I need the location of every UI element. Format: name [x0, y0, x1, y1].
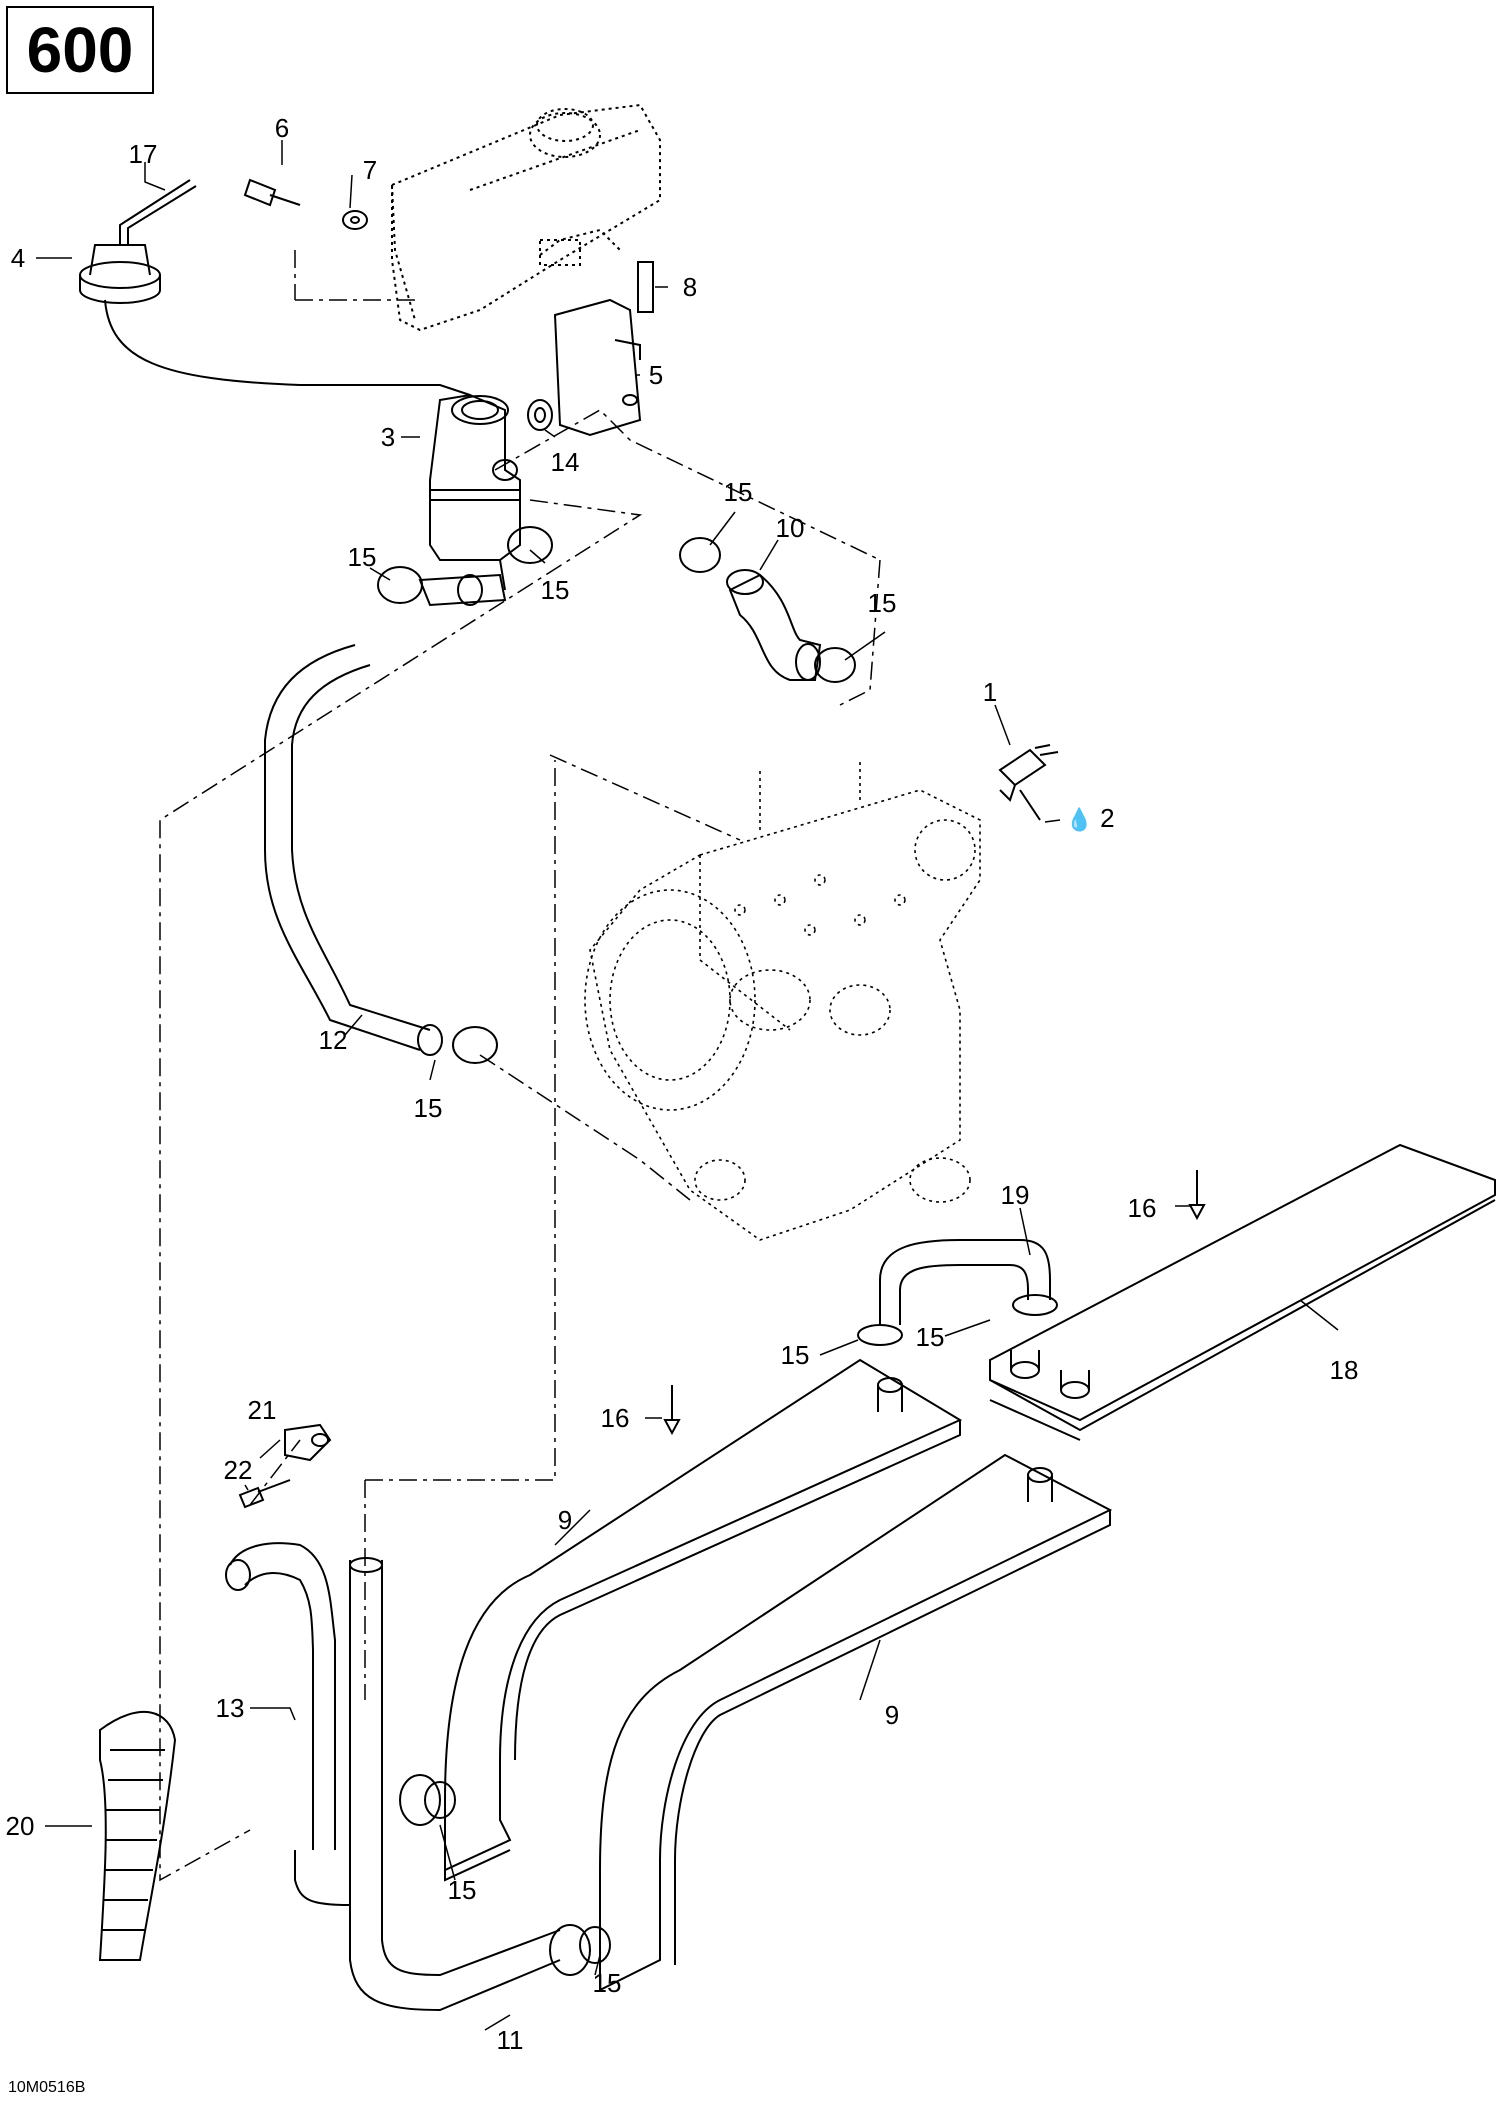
callout-15g: 15	[915, 1322, 945, 1352]
callout-2: 💧 2	[1065, 805, 1114, 831]
heat-exchanger-rear	[989, 1143, 1496, 1441]
callout-15d: 15	[867, 588, 897, 618]
callout-15c: 15	[540, 575, 570, 605]
corrugated-hose	[264, 644, 498, 1064]
coolant-reservoir-phantom	[391, 103, 661, 332]
hose-13	[225, 1542, 351, 1906]
rivet-lower	[663, 1385, 681, 1436]
callout-15f: 15	[780, 1340, 810, 1370]
leader-lines	[36, 140, 1339, 2031]
grommet	[527, 399, 553, 431]
engine-phantom	[584, 760, 981, 1241]
clip-screw	[238, 1479, 291, 1509]
protective-sleeve	[98, 1711, 177, 1961]
assembly-guide-lines	[159, 250, 881, 1882]
section-label: 600	[6, 6, 154, 94]
callout-3: 3	[380, 422, 396, 452]
callout-15b: 15	[347, 542, 377, 572]
callout-14: 14	[550, 447, 580, 477]
callout-22: 22	[223, 1455, 253, 1485]
reservoir-cap	[79, 179, 471, 396]
callout-8: 8	[682, 272, 698, 302]
callout-9b: 9	[884, 1700, 900, 1730]
callout-9a: 9	[557, 1505, 573, 1535]
heat-exchanger-front	[444, 1358, 963, 1882]
u-hose	[857, 1239, 1058, 1346]
bracket	[553, 261, 654, 437]
callout-11: 11	[496, 2025, 524, 2055]
callout-15a: 15	[723, 477, 753, 507]
callout-18: 18	[1329, 1355, 1359, 1385]
heat-exchanger-lower	[599, 1453, 1113, 1992]
hose-clamps-upper	[377, 526, 856, 683]
callout-7: 7	[362, 155, 378, 185]
callout-17: 17	[128, 139, 158, 169]
callout-5: 5	[648, 360, 664, 390]
rivet-upper	[1188, 1170, 1206, 1221]
callout-21: 21	[247, 1395, 277, 1425]
callout-2-number: 2	[1100, 803, 1115, 833]
expansion-tank	[429, 393, 521, 591]
callout-13: 13	[215, 1693, 245, 1723]
callout-15h: 15	[447, 1875, 477, 1905]
hose-clip	[284, 1423, 332, 1462]
drop-icon: 💧	[1065, 807, 1093, 832]
callout-15e: 15	[413, 1093, 443, 1123]
callout-4: 4	[10, 243, 26, 273]
callout-6: 6	[274, 113, 290, 143]
callout-16a: 16	[1127, 1193, 1157, 1223]
callout-16b: 16	[600, 1403, 630, 1433]
callout-12: 12	[318, 1025, 348, 1055]
callout-15i: 15	[592, 1968, 622, 1998]
hose-11	[349, 1557, 561, 2012]
reference-code: 10M0516B	[8, 2079, 86, 2096]
screw-and-washer	[243, 178, 368, 230]
temperature-sensor	[998, 744, 1059, 821]
callout-20: 20	[5, 1811, 35, 1841]
upper-hose	[726, 569, 822, 681]
callout-19: 19	[1000, 1180, 1030, 1210]
hose-clamps-lower	[399, 1774, 611, 1976]
callout-10: 10	[775, 513, 805, 543]
callout-1: 1	[982, 677, 998, 707]
